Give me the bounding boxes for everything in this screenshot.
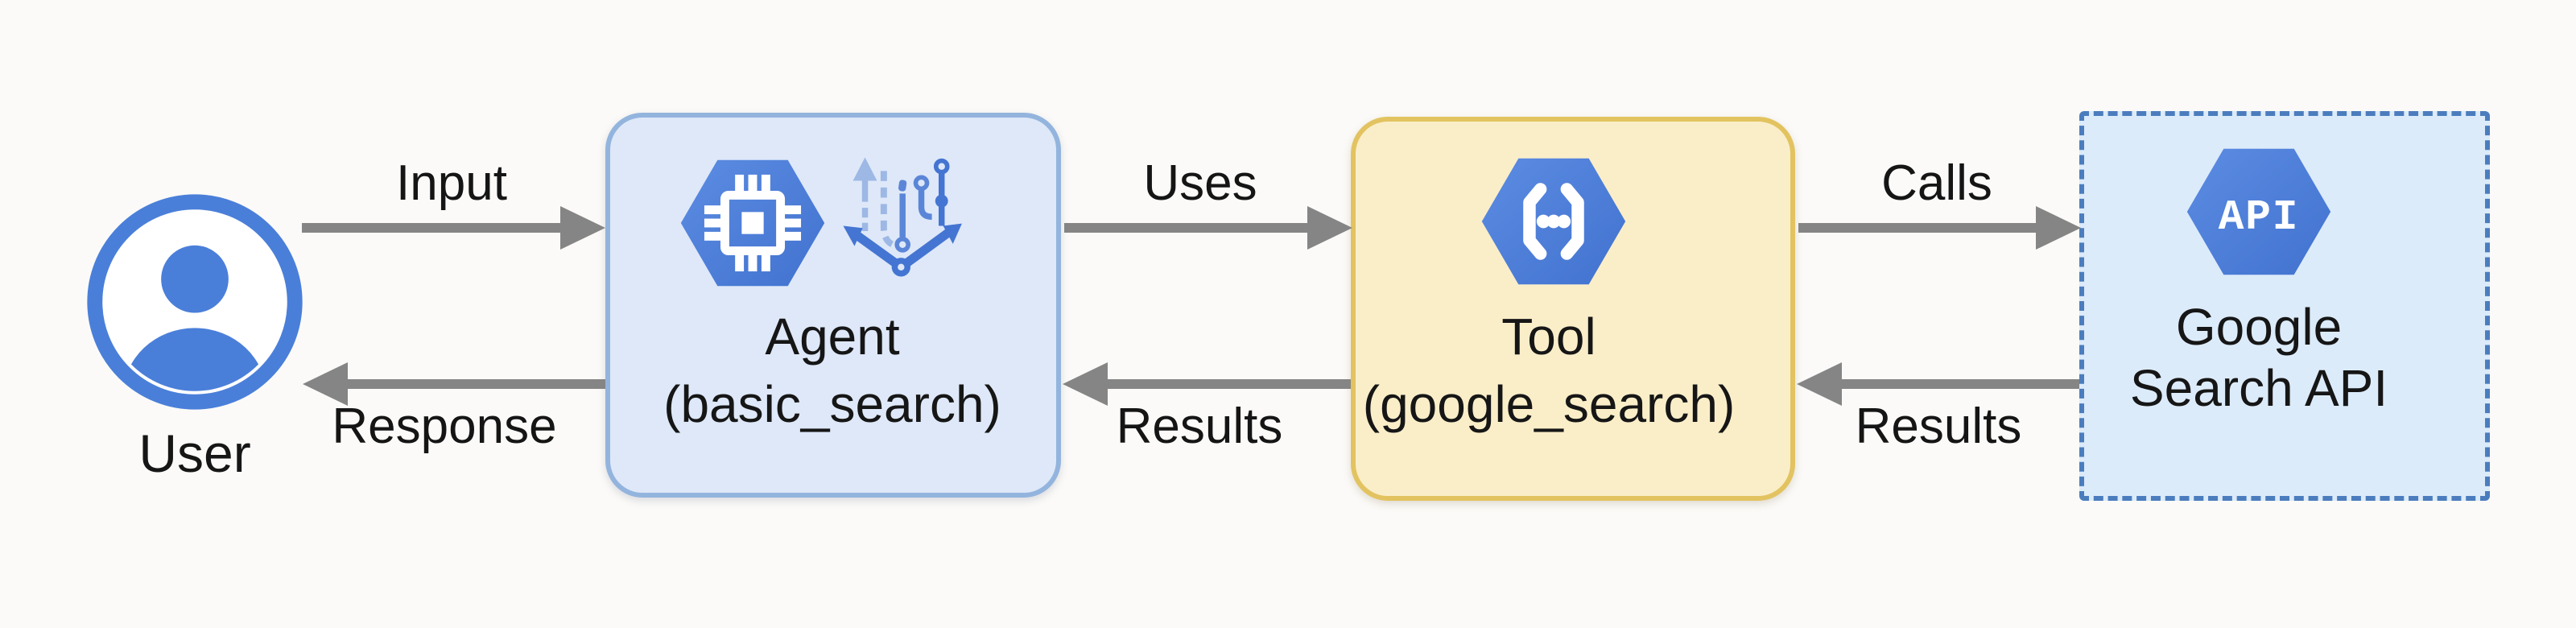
cpu-hexagon-icon [680, 159, 825, 287]
calls-arrow [1798, 206, 2081, 250]
arrowhead-left-icon [1063, 362, 1108, 406]
api-icon-text: API [2219, 193, 2299, 242]
tool-title: Tool [1501, 308, 1596, 366]
input-edge-label: Input [396, 155, 507, 211]
agent-label: Agent (basic_search) [663, 303, 1001, 438]
agent-title: Agent [765, 308, 900, 366]
arrowhead-right-icon [1307, 206, 1352, 250]
arrowhead-left-icon [303, 362, 348, 406]
arrow-shaft [340, 379, 605, 389]
uses-edge-label: Uses [1143, 155, 1257, 211]
response-arrow [303, 362, 605, 406]
code-brackets-hexagon-icon [1481, 158, 1626, 285]
arrow-shaft [1064, 223, 1315, 233]
api-hexagon-icon: API [2186, 148, 2331, 275]
api-label: Google Search API [2130, 296, 2388, 419]
user-label: User [138, 423, 251, 483]
agent-subtitle: (basic_search) [663, 375, 1001, 433]
api-title: Google [2175, 298, 2343, 356]
agent-node-box [605, 113, 1061, 498]
tool-label: Tool (google_search) [1363, 303, 1736, 438]
uses-arrow [1064, 206, 1352, 250]
input-arrow [302, 206, 605, 250]
arrowhead-right-icon [560, 206, 605, 250]
api-subtitle: Search API [2129, 359, 2388, 417]
results-tool-agent-edge-label: Results [1116, 399, 1283, 454]
user-icon [87, 194, 303, 410]
results-api-tool-edge-label: Results [1855, 399, 2022, 454]
arrow-shaft [1798, 223, 2044, 233]
arrow-shaft [1834, 379, 2079, 389]
branching-circuit-icon [843, 157, 962, 277]
results-tool-agent-arrow [1063, 362, 1351, 406]
arrowhead-left-icon [1797, 362, 1842, 406]
calls-edge-label: Calls [1881, 155, 1992, 211]
response-edge-label: Response [332, 399, 557, 454]
arrowhead-right-icon [2036, 206, 2081, 250]
tool-subtitle: (google_search) [1362, 375, 1736, 433]
results-api-tool-arrow [1797, 362, 2079, 406]
arrow-shaft [1100, 379, 1351, 389]
arrow-shaft [302, 223, 568, 233]
